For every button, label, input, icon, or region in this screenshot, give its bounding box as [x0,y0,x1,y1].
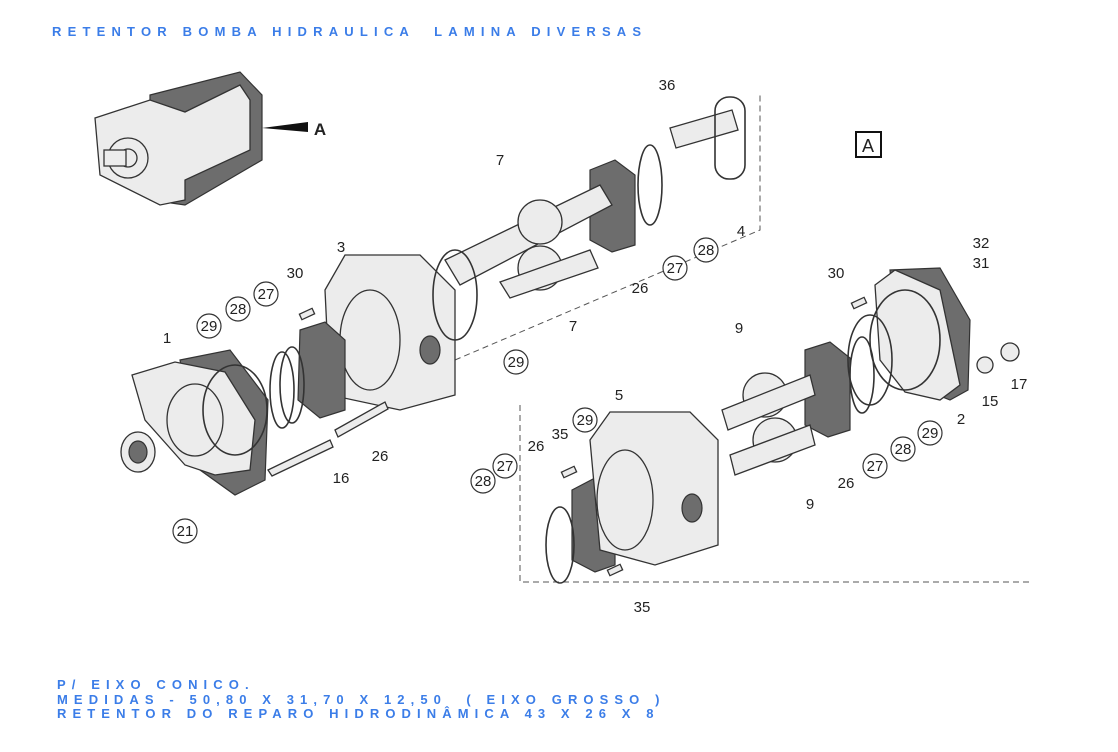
part-number-label: 31 [973,255,990,272]
part-label-circle [662,255,688,281]
part-number-label: 35 [552,426,569,443]
part-number-label: 36 [659,77,676,94]
part-number-label: 28 [698,242,715,259]
part-number-label: 7 [569,318,577,335]
part-label-circle [253,281,279,307]
gear-shaft-parts [444,109,816,476]
part-number-label: 26 [838,475,855,492]
part-number-label: 26 [528,438,545,455]
part-number-label: 2 [957,411,965,428]
part-number-label: 32 [973,235,990,252]
part-number-label: 28 [475,473,492,490]
part-number-label: 29 [201,318,218,335]
part-number-label: 9 [806,496,814,513]
description-line: P/ EIXO CONICO. [57,677,255,692]
dowel-pins [267,296,868,577]
product-title: RETENTOR BOMBA HIDRAULICA LAMINA DIVERSA… [52,24,648,39]
assembly-guide-lines [454,95,1030,583]
seal-rings [202,96,1020,584]
assembled-pump-illustration [94,71,308,206]
part-label-circle [470,468,496,494]
part-number-label: 15 [982,393,999,410]
part-number-label: 27 [497,458,514,475]
detail-view-box [855,131,882,158]
description-line: MEDIDAS - 50,80 X 31,70 X 12,50 ( EIXO G… [57,691,666,707]
part-number-label: 27 [667,260,684,277]
part-label-circle [693,237,719,263]
part-number-label: 1 [163,330,171,347]
part-number-label: 29 [922,425,939,442]
part-number-label: 29 [577,412,594,429]
pump-body-part [324,254,456,411]
description-line: RETENTOR DO REPARO HIDRODINÂMICA 43 X 26… [57,706,660,721]
part-label-circle [862,453,888,479]
bearing-block-part [589,159,636,253]
bearing-block-part [804,341,851,438]
part-number-label: 30 [287,265,304,282]
rear-cover-part [869,267,971,401]
part-label-circle [225,296,251,322]
part-label-circle [492,453,518,479]
part-number-label: 3 [337,239,345,256]
part-number-label: 27 [258,286,275,303]
part-label-circle [890,436,916,462]
part-number-label: 30 [828,265,845,282]
part-number-label: 29 [508,354,525,371]
detail-view-label: A [862,136,874,156]
front-cover-part [120,349,269,496]
part-number-label: 16 [333,470,350,487]
part-label-circle [917,420,943,446]
product-description: P/ EIXO CONICO. MEDIDAS - 50,80 X 31,70 … [57,677,666,722]
part-number-label: 9 [735,320,743,337]
part-label-circle [196,313,222,339]
view-arrow-label: A [314,120,326,139]
part-number-label: 17 [1011,376,1028,393]
part-number-label: 5 [615,387,623,404]
part-number-label: 35 [634,599,651,616]
part-label-circle [503,349,529,375]
part-number-label: 26 [372,448,389,465]
part-number-label: 28 [230,301,247,318]
part-number-label: 4 [737,223,745,240]
pump-body-part [589,411,719,566]
bearing-block-part [297,321,346,419]
part-label-circle [172,518,198,544]
part-number-label: 26 [632,280,649,297]
part-number-label: 21 [177,523,194,540]
part-number-label: 7 [496,152,504,169]
part-number-label: 27 [867,458,884,475]
part-number-labels: 3674282726330272829172926162132313095293… [163,77,1028,616]
part-number-label: 28 [895,441,912,458]
part-label-circle [572,407,598,433]
